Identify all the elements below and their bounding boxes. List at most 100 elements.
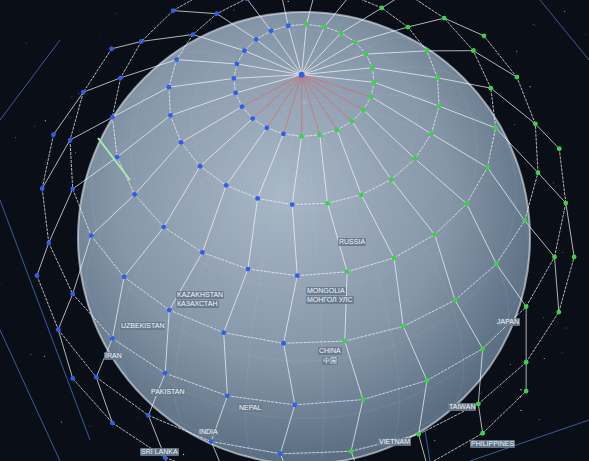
satellite (432, 232, 437, 237)
satellite-link (325, 27, 342, 33)
satellite (379, 6, 384, 11)
satellite (115, 155, 120, 160)
satellite-link (292, 205, 297, 276)
satellite-link (112, 41, 142, 48)
satellite (322, 24, 327, 29)
satellite-link (170, 93, 235, 115)
satellite-link (435, 204, 467, 235)
satellite-link (91, 236, 124, 277)
satellite-link (337, 121, 352, 129)
star (434, 440, 435, 441)
satellite-link (302, 75, 371, 97)
satellite-link (444, 18, 484, 36)
satellite-link (248, 198, 258, 269)
satellite-link (455, 300, 483, 349)
satellite-link (320, 135, 328, 203)
star (585, 34, 587, 36)
satellite-link (224, 333, 228, 396)
satellite-link (96, 377, 148, 415)
satellite-link (112, 87, 169, 117)
satellite (361, 397, 366, 402)
satellite-link (525, 173, 538, 221)
star (0, 424, 1, 426)
star (61, 422, 62, 423)
satellite-link (302, 27, 325, 75)
satellite (572, 254, 577, 259)
satellite (264, 125, 269, 130)
satellite (482, 33, 487, 38)
star (520, 389, 521, 390)
satellite-link (403, 326, 427, 380)
satellite-link (483, 391, 526, 433)
satellite (200, 250, 205, 255)
star (558, 439, 559, 440)
satellite-link (467, 204, 497, 264)
satellite-link (559, 149, 566, 203)
satellite-link (538, 173, 566, 203)
satellite-link (169, 87, 171, 115)
star (514, 124, 516, 126)
satellite-link (559, 257, 574, 312)
satellite-link (73, 189, 91, 236)
satellite-link (439, 106, 496, 128)
satellite-link (525, 221, 555, 257)
satellite-link (256, 31, 271, 39)
star (25, 42, 27, 44)
satellite (557, 146, 562, 151)
country-label: MONGOLIA (306, 287, 346, 295)
satellite (35, 273, 40, 278)
country-label: КАЗАХСТАН (176, 300, 219, 308)
country-label: INDIA (198, 428, 219, 436)
satellite (168, 113, 173, 118)
satellite-link (256, 39, 302, 74)
satellite (231, 76, 236, 81)
satellite-link (121, 60, 177, 78)
satellite-link (181, 142, 200, 166)
satellite-link (419, 434, 427, 461)
satellite (292, 402, 297, 407)
beam-line (98, 138, 130, 180)
satellite (242, 48, 247, 53)
star (472, 78, 473, 79)
star (535, 24, 537, 26)
satellite-link (211, 442, 280, 454)
satellite (209, 439, 214, 444)
satellite (556, 310, 561, 315)
satellite (437, 104, 442, 109)
star (530, 86, 531, 87)
satellite (563, 201, 568, 206)
satellite-link (517, 77, 535, 124)
satellite-link (237, 64, 302, 75)
star (5, 114, 6, 115)
satellite-link (226, 185, 257, 198)
satellite-link (70, 140, 73, 189)
star (562, 252, 564, 254)
satellite (70, 292, 75, 297)
satellite-link (49, 189, 73, 243)
satellite (51, 132, 56, 137)
satellite (244, 0, 249, 1)
satellite-link (271, 26, 288, 31)
satellite-link (124, 227, 164, 277)
satellite (514, 75, 519, 80)
satellite-link (224, 333, 284, 344)
satellite-link (288, 24, 306, 25)
star (45, 187, 46, 188)
satellite-link (135, 194, 164, 227)
star (532, 23, 534, 25)
satellite (250, 116, 255, 121)
satellite-link (117, 115, 170, 157)
satellite-link (496, 264, 526, 307)
satellite-link (366, 51, 427, 54)
satellite-link (141, 11, 173, 42)
satellite-link (91, 194, 135, 235)
satellite-link (164, 166, 200, 227)
satellite (132, 192, 137, 197)
satellite-link (280, 0, 288, 26)
satellite-link (372, 68, 437, 78)
satellite (392, 255, 397, 260)
satellite (480, 431, 485, 436)
satellite (110, 421, 115, 426)
star (63, 38, 64, 39)
star (64, 423, 65, 424)
